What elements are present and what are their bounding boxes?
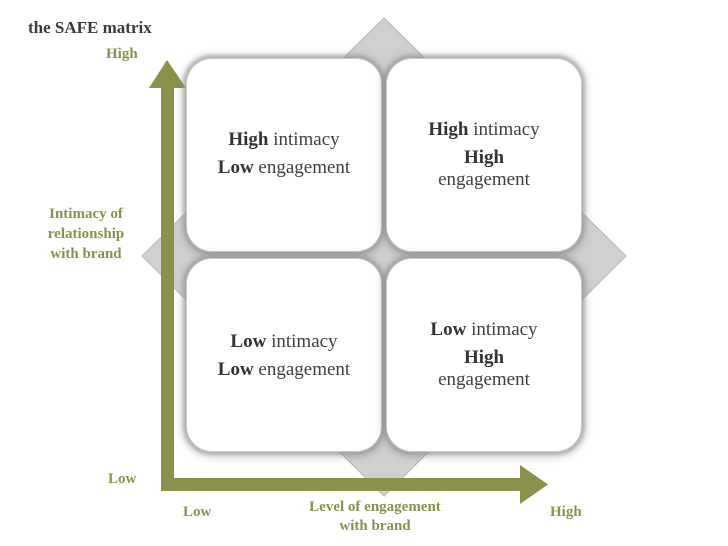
quadrant-line: High <box>387 347 581 369</box>
quadrant-word: engagement <box>253 157 351 178</box>
quadrant-bold-word: High <box>428 119 469 140</box>
x-axis-title: Level of engagement with brand <box>282 498 468 536</box>
quadrant-line: Low intimacy <box>387 319 581 341</box>
quadrant-bold-word: Low <box>217 157 254 178</box>
quadrant-text: Low intimacy Low engagement <box>187 331 381 381</box>
y-axis-shaft <box>161 84 174 491</box>
quadrant-line: Low intimacy <box>187 331 381 353</box>
quadrant-high-intimacy-low-engagement: High intimacy Low engagement <box>186 58 382 252</box>
quadrant-line: Low engagement <box>187 157 381 179</box>
x-axis-title-line: with brand <box>339 518 411 534</box>
quadrant-line: Low engagement <box>187 359 381 381</box>
y-axis-title-line: Intimacy of <box>49 206 123 222</box>
quadrant-text: High intimacy High engagement <box>387 119 581 191</box>
quadrant-bold-word: High <box>463 147 505 168</box>
y-axis-arrowhead <box>149 60 186 88</box>
quadrant-line: High intimacy <box>387 119 581 141</box>
y-axis-title-line: with brand <box>50 246 122 262</box>
quadrant-word: intimacy <box>468 119 540 140</box>
quadrant-line: High <box>387 147 581 169</box>
quadrant-bold-word: Low <box>217 359 254 380</box>
x-axis-low-label: Low <box>183 504 212 520</box>
quadrant-text: High intimacy Low engagement <box>187 129 381 179</box>
quadrant-high-intimacy-high-engagement: High intimacy High engagement <box>386 58 582 252</box>
quadrant-line: High intimacy <box>187 129 381 151</box>
y-axis-low-label: Low <box>108 471 137 487</box>
x-axis-title-line: Level of engagement <box>309 499 441 515</box>
quadrant-bold-word: High <box>463 347 505 368</box>
quadrant-word: engagement <box>253 359 351 380</box>
quadrant-word: engagement <box>438 169 530 190</box>
quadrant-word: engagement <box>438 369 530 390</box>
x-axis-high-label: High <box>550 504 582 520</box>
quadrant-bold-word: High <box>228 129 269 150</box>
x-axis-shaft <box>161 478 523 491</box>
diagram-title: the SAFE matrix <box>28 18 152 37</box>
quadrant-word: intimacy <box>268 129 340 150</box>
quadrant-word: intimacy <box>266 331 338 352</box>
x-axis-arrowhead <box>520 465 548 504</box>
y-axis-title: Intimacy of relationship with brand <box>30 204 142 264</box>
quadrant-low-intimacy-low-engagement: Low intimacy Low engagement <box>186 258 382 452</box>
quadrant-text: Low intimacy High engagement <box>387 319 581 391</box>
y-axis-title-line: relationship <box>47 226 125 242</box>
quadrant-bold-word: Low <box>230 331 267 352</box>
quadrant-bold-word: Low <box>430 319 467 340</box>
y-axis-high-label: High <box>106 46 138 62</box>
quadrant-word: intimacy <box>466 319 538 340</box>
quadrant-low-intimacy-high-engagement: Low intimacy High engagement <box>386 258 582 452</box>
